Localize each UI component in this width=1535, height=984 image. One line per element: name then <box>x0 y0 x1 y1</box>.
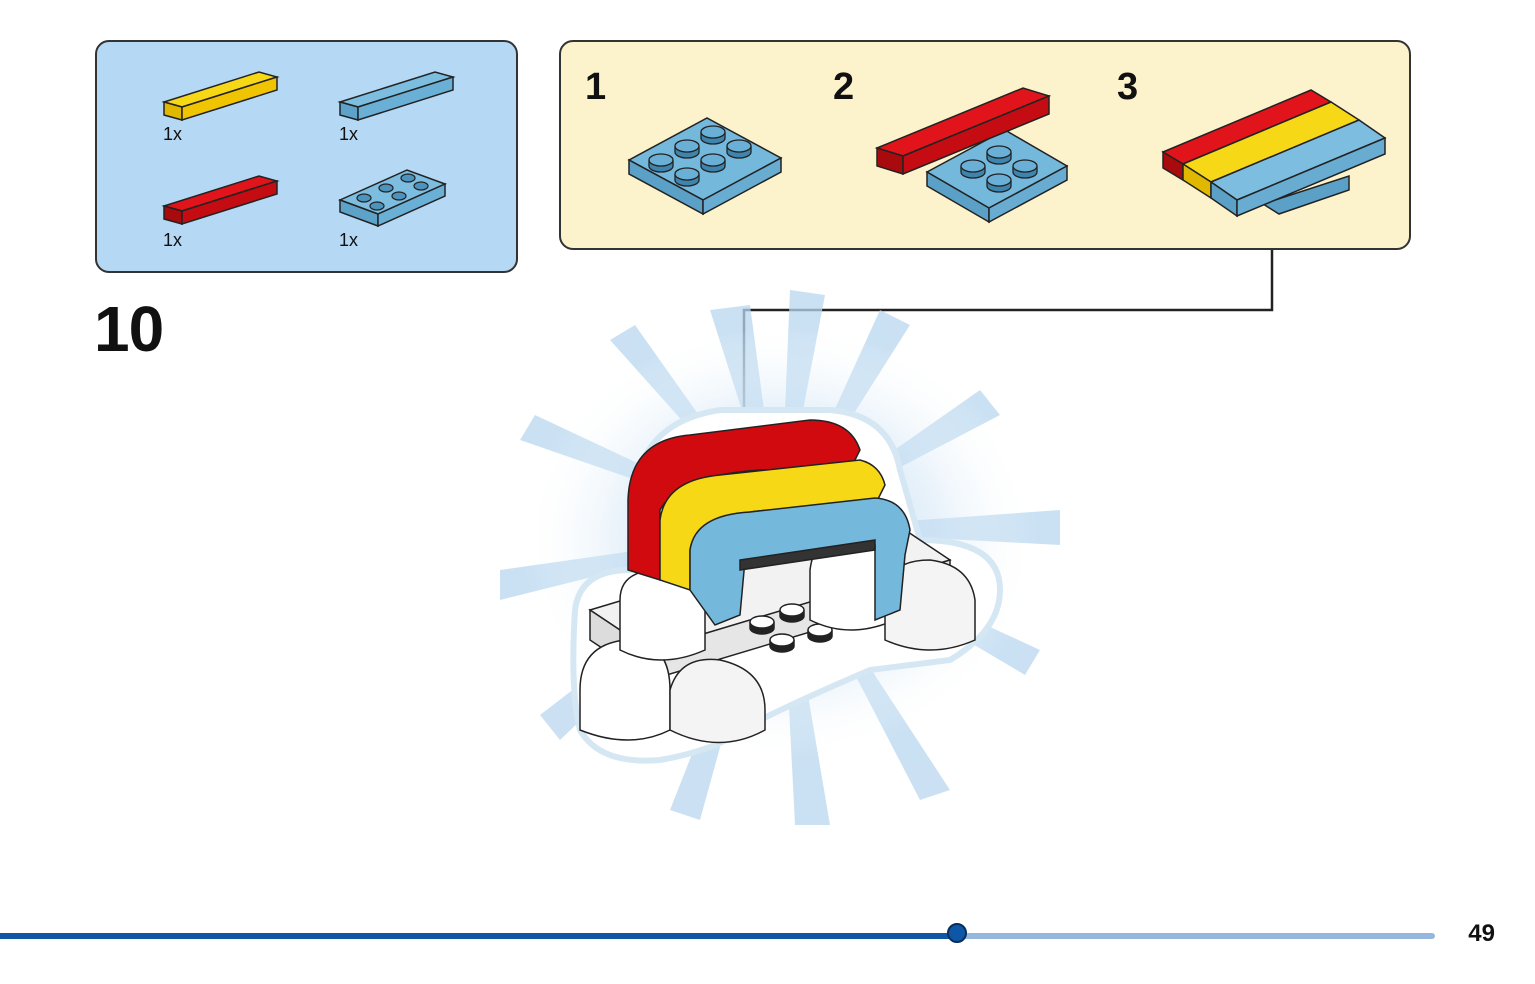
light-blue-plate-icon <box>338 169 447 228</box>
part-light-blue-plate: 1x <box>337 160 477 250</box>
red-tile-icon <box>161 175 280 226</box>
part-quantity: 1x <box>163 124 183 144</box>
substep-3-illustration <box>1161 89 1387 218</box>
step-number: 10 <box>94 293 164 365</box>
part-quantity: 1x <box>339 230 359 250</box>
page-number: 49 <box>1468 920 1495 947</box>
part-yellow-tile: 1x <box>159 62 299 152</box>
substep-number-3: 3 <box>1117 66 1139 108</box>
substeps-panel: 1 2 3 <box>559 40 1411 250</box>
substep-number-2: 2 <box>833 66 855 108</box>
substep-number-1: 1 <box>585 66 607 108</box>
part-light-blue-tile: 1x <box>337 62 477 152</box>
part-quantity: 1x <box>163 230 183 250</box>
substep-1-illustration <box>627 117 783 216</box>
yellow-tile-icon <box>161 71 280 122</box>
rainbow-cloud-model <box>500 290 1060 825</box>
progress-marker <box>947 923 967 943</box>
light-blue-tile-icon <box>337 71 456 122</box>
parts-list-panel: 1x 1x 1x <box>95 40 518 273</box>
substep-2-illustration <box>874 87 1069 224</box>
progress-fill <box>0 933 957 939</box>
part-quantity: 1x <box>339 124 359 144</box>
progress-bar <box>0 923 1435 943</box>
part-red-tile: 1x <box>159 166 299 256</box>
